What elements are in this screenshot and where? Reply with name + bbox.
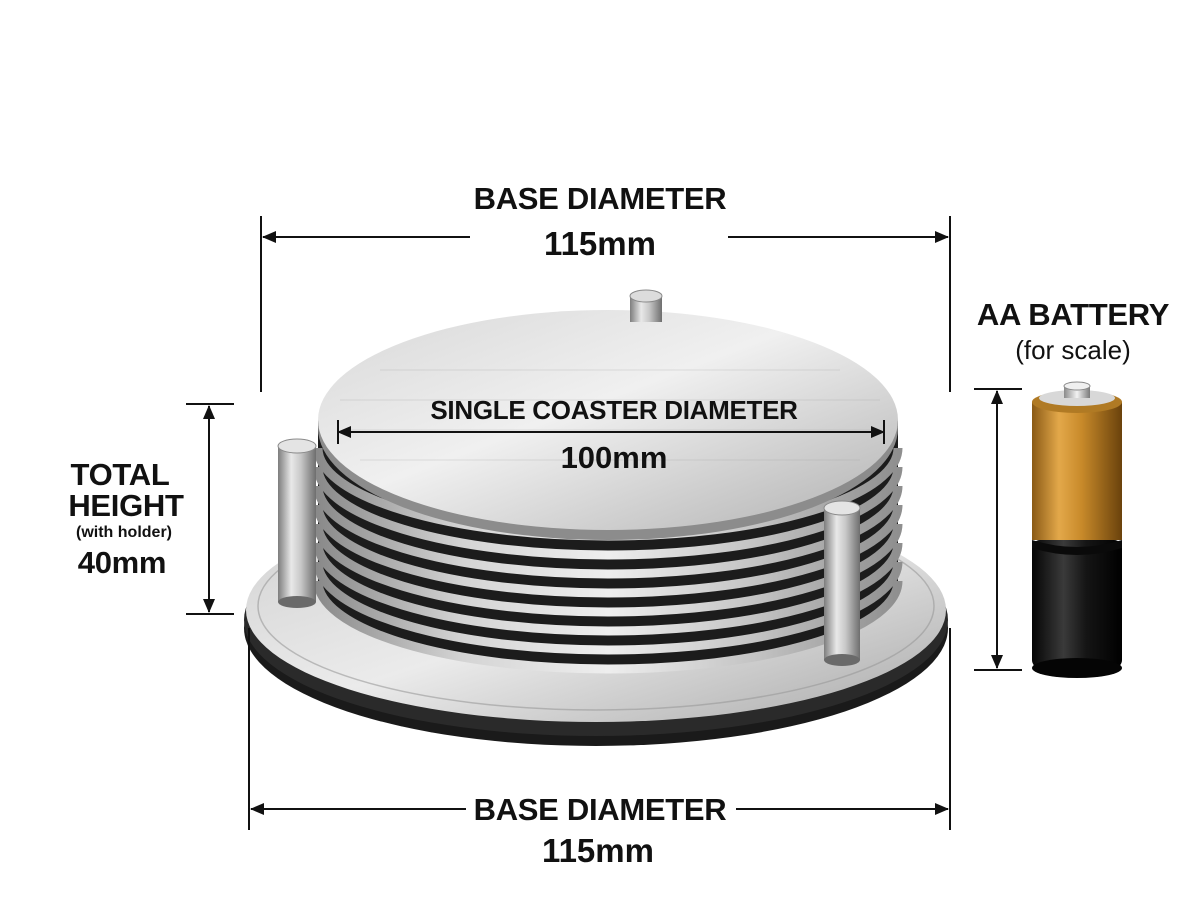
- coaster-diameter-title: SINGLE COASTER DIAMETER: [430, 395, 798, 425]
- battery-title: AA BATTERY: [976, 297, 1170, 332]
- bottom-base-diameter-value: 115mm: [542, 832, 654, 869]
- aa-battery: [1032, 381, 1122, 678]
- dimension-lines: [186, 216, 1022, 830]
- total-height-value: 40mm: [77, 545, 167, 580]
- coaster-rim: [313, 523, 903, 617]
- coaster-stack: [313, 310, 903, 674]
- top-base-diameter-title: BASE DIAMETER: [473, 181, 727, 216]
- holder-post-right: [823, 500, 861, 666]
- coaster-rim: [313, 561, 903, 655]
- holder-post-left: [277, 438, 317, 608]
- total-height-line1: TOTAL: [70, 457, 170, 492]
- bottom-base-diameter-title: BASE DIAMETER: [473, 792, 727, 827]
- total-height-note: (with holder): [76, 524, 172, 541]
- total-height-line2: HEIGHT: [68, 488, 184, 523]
- coaster-diameter-value: 100mm: [560, 440, 668, 475]
- battery-note: (for scale): [1015, 335, 1131, 365]
- coaster-rim: [313, 542, 903, 636]
- coaster-rim: [313, 466, 903, 560]
- coaster-rim: [313, 580, 903, 674]
- coaster-rim: [313, 504, 903, 598]
- coaster-rim: [313, 485, 903, 579]
- top-base-diameter-value: 115mm: [544, 225, 656, 262]
- holder-post-back: [629, 289, 663, 322]
